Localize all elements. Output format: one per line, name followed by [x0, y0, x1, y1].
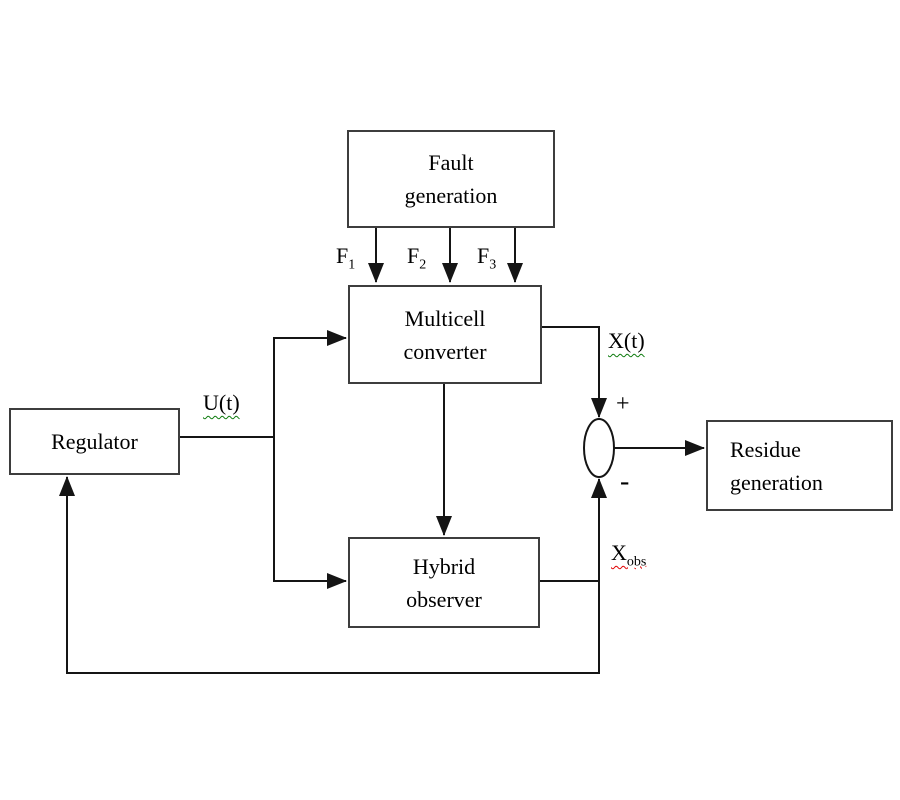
- signal-label-ut: U(t): [203, 390, 240, 415]
- arrow-ut-to-converter: [273, 330, 347, 437]
- signal-label-f2: F2: [407, 243, 427, 273]
- sum-plus-sign: +: [616, 391, 630, 417]
- sum-minus-sign: -: [620, 466, 630, 497]
- block-label: Hybrid observer: [406, 553, 482, 612]
- signal-label-f1: F1: [336, 243, 356, 273]
- block-fault-generation: Fault generation: [347, 130, 555, 228]
- block-label: Residue generation: [730, 436, 823, 495]
- signal-label-xobs: Xobs: [611, 540, 647, 570]
- block-label: Fault generation: [404, 150, 498, 208]
- arrow-xt-to-sum: [542, 326, 607, 418]
- arrow-ut-to-observer: [273, 437, 347, 589]
- block-hybrid-observer: Hybrid observer: [348, 537, 540, 628]
- arrow-feedback-to-regulator: [59, 476, 600, 674]
- block-multicell-converter: Multicell converter: [348, 285, 542, 384]
- block-label: Multicell converter: [403, 305, 487, 364]
- block-regulator: Regulator: [9, 408, 180, 475]
- summing-junction: [583, 418, 615, 478]
- signal-label-xt: X(t): [608, 328, 645, 353]
- block-residue-generation: Residue generation: [706, 420, 893, 511]
- block-label: Regulator: [51, 429, 138, 454]
- signal-label-f3: F3: [477, 243, 497, 273]
